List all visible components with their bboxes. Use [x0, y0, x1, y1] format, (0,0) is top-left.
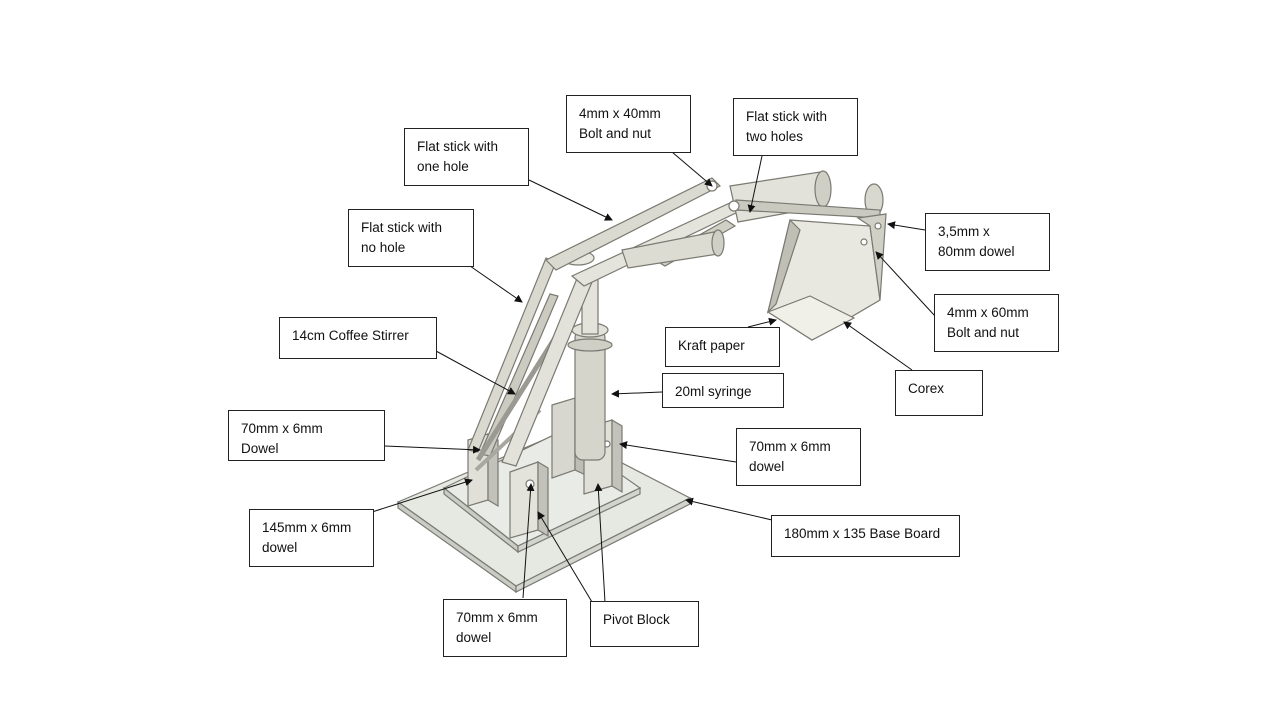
- leader-pivot-block-a: [537, 511, 593, 603]
- leader-flat-stick-two-holes: [747, 155, 763, 213]
- leader-dowel-145x6: [371, 478, 473, 513]
- leader-bolt-4x40: [671, 151, 713, 187]
- label-flat-stick-two-holes: Flat stick with two holes: [733, 98, 858, 156]
- leader-dowel-3-5x80: [887, 221, 926, 231]
- leader-corex: [843, 321, 913, 371]
- leader-flat-stick-no-hole: [469, 265, 523, 303]
- leader-lines: [371, 151, 936, 603]
- leader-base-board: [685, 497, 773, 521]
- label-syringe: 20ml syringe: [662, 373, 784, 408]
- model-illustration: [396, 170, 887, 594]
- label-dowel-145x6: 145mm x 6mm dowel: [249, 509, 374, 567]
- label-pivot-block: Pivot Block: [590, 601, 699, 647]
- leader-dowel-70x6-right: [619, 441, 737, 463]
- leader-coffee-stirrer: [435, 350, 516, 395]
- label-bolt-4x40: 4mm x 40mm Bolt and nut: [566, 95, 691, 153]
- leader-pivot-block-b: [594, 483, 606, 603]
- label-dowel-70x6-right: 70mm x 6mm dowel: [736, 428, 861, 486]
- kraft-paper-shape: [766, 295, 856, 341]
- flat-stick-one-hole-shape: [544, 177, 722, 271]
- label-dowel-70x6-bottom: 70mm x 6mm dowel: [443, 599, 567, 657]
- leader-dowel-70x6-bottom: [522, 483, 535, 599]
- label-bolt-4x60: 4mm x 60mm Bolt and nut: [934, 294, 1059, 352]
- leader-flat-stick-one-hole: [528, 179, 613, 221]
- label-base-board: 180mm x 135 Base Board: [771, 515, 960, 557]
- leader-dowel-70x6-left: [384, 445, 481, 454]
- leader-kraft-paper: [747, 317, 777, 328]
- label-flat-stick-no-hole: Flat stick with no hole: [348, 209, 474, 267]
- label-corex: Corex: [895, 370, 983, 416]
- label-dowel-3-5x80: 3,5mm x 80mm dowel: [925, 213, 1050, 271]
- leader-syringe: [611, 389, 663, 398]
- label-flat-stick-one-hole: Flat stick with one hole: [404, 128, 529, 186]
- leader-bolt-4x60: [875, 251, 936, 317]
- label-coffee-stirrer: 14cm Coffee Stirrer: [279, 317, 437, 359]
- pivot-block-front: [509, 461, 539, 539]
- label-dowel-70x6-left: 70mm x 6mm Dowel: [228, 410, 385, 461]
- label-kraft-paper: Kraft paper: [665, 327, 780, 367]
- pivot-block-rear: [551, 397, 576, 479]
